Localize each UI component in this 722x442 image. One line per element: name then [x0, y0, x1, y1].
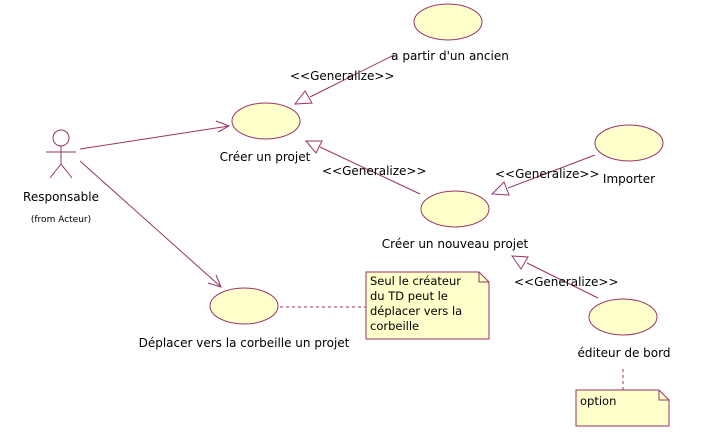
- use-case-importer[interactable]: [594, 124, 664, 162]
- association-creer-projet[interactable]: [79, 120, 231, 150]
- use-case-creer-nouveau[interactable]: [420, 190, 490, 228]
- use-case-creer-projet[interactable]: [231, 102, 301, 140]
- note-creator-line: Seul le créateur: [370, 274, 461, 288]
- use-case-a-partir-label: a partir d'un ancien: [391, 49, 509, 63]
- use-case-a-partir[interactable]: [413, 3, 483, 41]
- use-case-creer-nouveau-label: Créer un nouveau projet: [382, 237, 529, 251]
- note-creator-text: Seul le créateur du TD peut le déplacer …: [370, 274, 485, 334]
- note-creator[interactable]: Seul le créateur du TD peut le déplacer …: [365, 271, 490, 340]
- actor-head: [52, 129, 70, 147]
- generalize-label-1: <<Generalize>>: [290, 69, 395, 83]
- use-case-importer-label: Importer: [603, 172, 655, 186]
- note-creator-line: déplacer vers la: [370, 304, 463, 318]
- actor-responsable[interactable]: [46, 129, 76, 179]
- use-case-deplacer-label: Déplacer vers la corbeille un projet: [139, 336, 350, 350]
- actor-leg-right: [60, 163, 73, 179]
- note-creator-line: corbeille: [370, 319, 420, 333]
- generalization-editeur[interactable]: [511, 255, 599, 299]
- use-case-editeur[interactable]: [588, 298, 658, 336]
- generalize-label-2: <<Generalize>>: [322, 164, 427, 178]
- actor-leg-left: [49, 163, 62, 179]
- note-creator-line: du TD peut le: [370, 289, 448, 303]
- note-option[interactable]: option: [575, 389, 670, 427]
- use-case-editeur-label: éditeur de bord: [578, 346, 671, 360]
- actor-name: Responsable: [23, 190, 99, 204]
- generalization-creer-nouveau[interactable]: [304, 140, 421, 195]
- use-case-creer-projet-label: Créer un projet: [220, 150, 311, 164]
- use-case-deplacer[interactable]: [209, 287, 279, 325]
- note-option-text: option: [580, 394, 616, 408]
- generalization-a-partir[interactable]: [293, 54, 395, 105]
- generalization-importer[interactable]: [490, 154, 596, 196]
- actor-package: (from Acteur): [31, 215, 91, 225]
- generalize-label-4: <<Generalize>>: [514, 275, 619, 289]
- association-deplacer[interactable]: [79, 160, 222, 288]
- generalize-label-3: <<Generalize>>: [495, 167, 600, 181]
